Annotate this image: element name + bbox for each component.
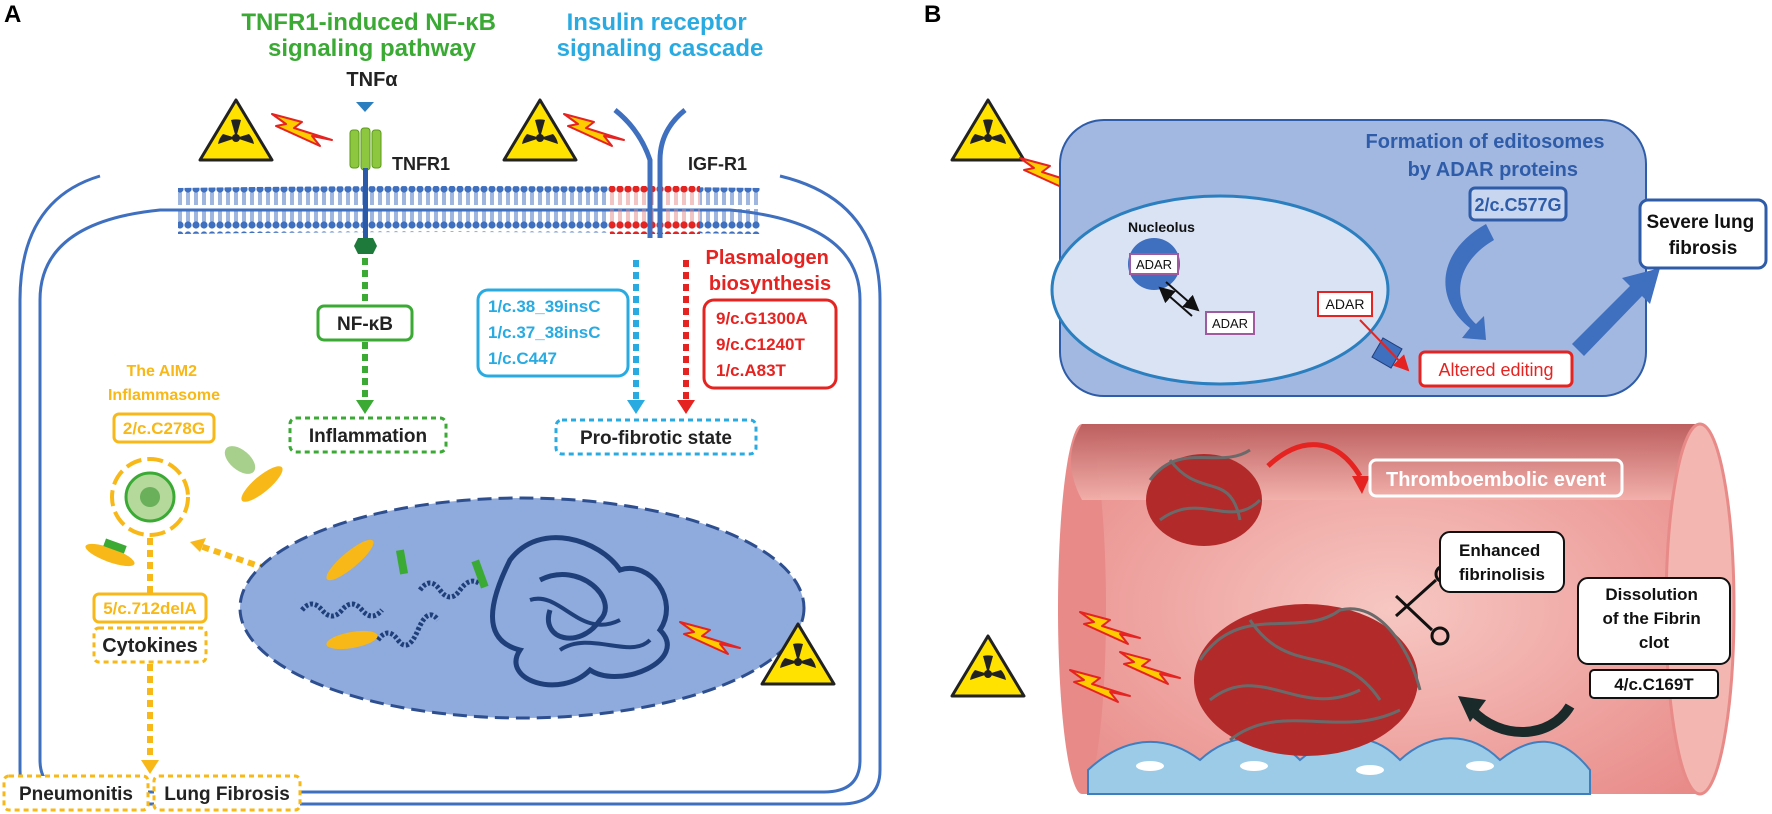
fibrin-clot-large-icon bbox=[1194, 604, 1422, 756]
aim2-title: The AIM2 Inflammasome bbox=[108, 363, 220, 404]
adar-export-arrow bbox=[1165, 281, 1200, 312]
dissolution-arrow bbox=[1468, 703, 1575, 737]
igfr1-label: IGF-R1 bbox=[688, 154, 747, 174]
adar-label-nucleolus: ADAR bbox=[1136, 257, 1172, 272]
profibrotic-box bbox=[554, 418, 758, 456]
dissolution-label: Dissolution of the Fibrin clot bbox=[1603, 585, 1706, 652]
inflammasome-icon bbox=[85, 446, 283, 567]
dissolution-box bbox=[1577, 577, 1731, 665]
severe-fibrosis-label: Severe lung fibrosis bbox=[1647, 212, 1760, 259]
thromboembolic-label: Thromboembolic event bbox=[1386, 469, 1606, 491]
fibrin-variant: 4/c.C169T bbox=[1614, 675, 1694, 694]
nucleus bbox=[238, 496, 806, 720]
inflammation-label: Inflammation bbox=[309, 426, 427, 447]
fibrinolysis-box bbox=[1439, 531, 1565, 593]
adar-box-nucleoplasm bbox=[1205, 311, 1255, 335]
nfkb-label: NF-κB bbox=[337, 314, 393, 335]
radiation-hazard-icon bbox=[950, 98, 1026, 162]
plasmalogen-arrowhead bbox=[677, 400, 695, 414]
panel-a-label: A bbox=[4, 1, 21, 28]
dissolution-arrowhead bbox=[1458, 696, 1486, 722]
radiation-hazard-icon bbox=[198, 98, 274, 162]
outcome-arrowhead bbox=[141, 760, 159, 774]
profibrotic-label: Pro-fibrotic state bbox=[580, 428, 732, 449]
tnf-alpha-label: TNFα bbox=[346, 69, 398, 91]
fibrin-variant-box bbox=[1589, 669, 1719, 699]
adar-label-nucleoplasm: ADAR bbox=[1212, 316, 1248, 331]
pneumonitis-box bbox=[2, 774, 150, 812]
tnfr1-receptor-icon bbox=[349, 127, 382, 254]
nucleus-b bbox=[1050, 194, 1390, 386]
aim2-variant: 2/c.C278G bbox=[123, 419, 205, 438]
inflammasome-arrowhead bbox=[190, 538, 206, 552]
adar-box-red bbox=[1317, 291, 1373, 317]
lung-fibrosis-box bbox=[152, 774, 302, 812]
severe-fibrosis-box bbox=[1638, 198, 1768, 270]
adar-to-editing-arrow bbox=[1359, 319, 1410, 372]
lightning-bolt-icon bbox=[271, 113, 333, 147]
pneumonitis-label: Pneumonitis bbox=[19, 784, 133, 805]
adar-variant: 2/c.C577G bbox=[1474, 195, 1561, 215]
cytokines-box bbox=[92, 626, 208, 664]
plasmalogen-variants: 9/c.G1300A 9/c.C1240T 1/c.A83T bbox=[716, 309, 812, 380]
nucleolus-label: Nucleolus bbox=[1128, 219, 1195, 235]
radiation-hazard-icon bbox=[502, 98, 578, 162]
fibrosis-arrow bbox=[1572, 268, 1660, 356]
adar-variant-box bbox=[1468, 186, 1568, 222]
insulin-variants-box bbox=[476, 288, 630, 378]
radiation-hazard-icon bbox=[950, 634, 1026, 698]
adar-box-nucleolus bbox=[1129, 253, 1179, 275]
tnfr1-label: TNFR1 bbox=[392, 154, 450, 174]
altered-editing-box bbox=[1418, 350, 1574, 388]
insulin-cascade-title: Insulin receptor signaling cascade bbox=[557, 9, 764, 62]
altered-editing-label: Altered editing bbox=[1438, 360, 1553, 380]
fibrinolysis-label: Enhanced fibrinolisis bbox=[1459, 541, 1545, 584]
thromboembolic-arrow bbox=[1266, 442, 1363, 478]
cytokines-label: Cytokines bbox=[102, 635, 198, 657]
editosome-title: Formation of editosomes by ADAR proteins bbox=[1366, 131, 1610, 181]
fibrin-clot-small-icon bbox=[1146, 448, 1262, 546]
cytokine-variant: 5/c.712delA bbox=[103, 599, 197, 618]
plasmalogen-variants-box bbox=[702, 298, 838, 390]
igfr1-receptor-icon bbox=[613, 108, 687, 238]
insulin-arrowhead bbox=[627, 400, 645, 414]
nfkb-pathway-title: TNFR1-induced NF-κB signaling pathway bbox=[241, 9, 502, 62]
lung-fibrosis-label: Lung Fibrosis bbox=[164, 784, 290, 805]
plasmalogen-title: Plasmalogen biosynthesis bbox=[706, 247, 835, 295]
tnf-alpha-ligand-icon bbox=[356, 102, 374, 112]
adar-label-red: ADAR bbox=[1326, 296, 1365, 312]
insulin-variants: 1/c.38_39insC 1/c.37_38insC 1/c.C447 bbox=[488, 297, 605, 368]
editing-curved-arrow bbox=[1445, 224, 1494, 340]
inflammation-arrowhead bbox=[356, 400, 374, 414]
thromboembolic-arrowhead bbox=[1352, 476, 1370, 494]
aim2-variant-box bbox=[112, 412, 216, 444]
adar-import-arrow bbox=[1158, 286, 1193, 317]
cell-membrane bbox=[178, 186, 760, 234]
nfkb-box bbox=[316, 304, 414, 342]
thromboembolic-box bbox=[1368, 458, 1624, 498]
cytokine-variant-box bbox=[92, 592, 208, 624]
panel-b-label: B bbox=[924, 1, 941, 28]
inflammation-box bbox=[288, 416, 448, 454]
lightning-bolt-icon bbox=[563, 113, 625, 147]
